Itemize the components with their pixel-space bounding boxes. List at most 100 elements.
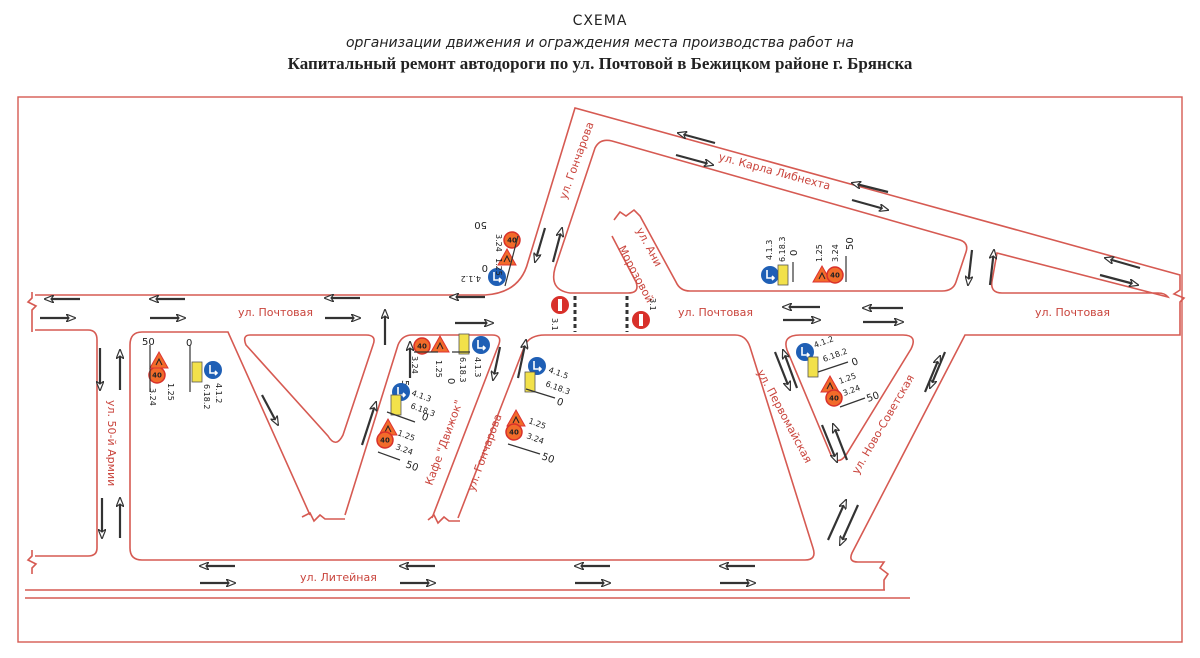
speed-limit-value: 40: [509, 429, 519, 437]
sign-code: 3.24: [831, 244, 840, 262]
sign-code: 1.25: [494, 258, 503, 276]
speed-limit-value: 40: [380, 437, 390, 445]
street-label-liteynaya: ул. Литейная: [300, 571, 377, 584]
road-closure: 3.1 3.1: [550, 296, 657, 332]
sign-code: 1.25: [166, 383, 175, 401]
g7-mandatory-direction-sign-icon: [796, 343, 814, 361]
direction-arrow: [773, 351, 790, 390]
g2-detour-plate-icon: [191, 361, 203, 383]
direction-arrow: [833, 424, 849, 461]
g6-mandatory-direction-sign-icon: [761, 266, 779, 284]
g6-speed-limit-sign-icon: 40: [826, 266, 844, 284]
sign-code: 1.25: [815, 244, 824, 262]
sign-code-3-1-east: 3.1: [648, 298, 657, 311]
g3-detour-plate-icon: [458, 333, 470, 355]
direction-arrow: [852, 183, 889, 194]
g1-mandatory-direction-sign-icon: [488, 268, 506, 286]
sign-code: 4.1.5: [547, 365, 569, 380]
street-label-pochtovaya-center: ул. Почтовая: [678, 306, 753, 319]
g3-road-works-sign-icon: [430, 334, 450, 353]
street-label-pochtovaya-west: ул. Почтовая: [238, 306, 313, 319]
direction-arrow: [783, 350, 799, 389]
no-entry-sign-west: [551, 296, 569, 314]
g2-mandatory-direction-sign-icon: [204, 361, 222, 379]
g6-detour-plate-icon: [777, 264, 789, 286]
g7-detour-plate-icon: [807, 356, 819, 378]
scheme-title: СХЕМА: [572, 13, 628, 29]
g7-speed-limit-sign-icon: 40: [825, 389, 843, 407]
speed-limit-value: 40: [829, 395, 839, 403]
distance-label: 0: [555, 396, 565, 409]
direction-arrow: [675, 153, 713, 165]
g2-speed-limit-sign-icon: 40: [148, 366, 166, 384]
sign-code: 1.25: [838, 371, 858, 386]
sign-code: 4.1.2: [214, 383, 223, 403]
sign-code: 3.24: [842, 383, 862, 398]
g3-mandatory-direction-sign-icon: [472, 336, 490, 354]
sign-code: 3.24: [494, 234, 503, 252]
sign-code: 6.18.3: [544, 379, 571, 396]
g5-detour-plate-icon: [524, 371, 536, 393]
sign-post: [386, 411, 416, 423]
road-edges: [25, 107, 1186, 599]
sign-code: 3.24: [410, 356, 419, 374]
distance-label: 50: [865, 390, 881, 405]
distance-label: 0: [186, 338, 192, 349]
direction-arrow: [261, 394, 278, 425]
sign-group-kafe-top: 403.241.256.18.34.1.3500: [399, 333, 490, 393]
direction-arrow: [826, 500, 846, 541]
no-entry-sign-east: [632, 311, 650, 329]
street-label-pochtovaya-east: ул. Почтовая: [1035, 306, 1110, 319]
g5-speed-limit-sign-icon: 40: [505, 423, 523, 441]
direction-arrow: [988, 250, 994, 286]
sign-code: 6.18.2: [202, 384, 211, 409]
g1-speed-limit-sign-icon: 40: [503, 231, 521, 249]
direction-arrow: [851, 198, 888, 210]
sign-code: 4.1.3: [473, 357, 482, 377]
sign-post: [504, 235, 519, 287]
sign-code: 1.25: [434, 360, 443, 378]
distance-label: 50: [142, 337, 155, 348]
street-label-50-armii: ул. 50-й Армии: [105, 400, 118, 486]
distance-label: 0: [482, 262, 488, 273]
direction-arrow: [360, 402, 376, 446]
sign-post: [377, 451, 401, 461]
direction-arrow: [820, 424, 839, 462]
direction-arrow: [1105, 258, 1141, 270]
g2-road-works-sign-icon: [149, 350, 169, 369]
direction-arrow: [840, 504, 860, 545]
g3-speed-limit-sign-icon: 40: [413, 337, 431, 355]
sign-post: [507, 443, 541, 455]
g4-speed-limit-sign-icon: 40: [376, 431, 394, 449]
speed-limit-value: 40: [152, 372, 162, 380]
direction-arrow: [493, 346, 502, 380]
street-label-goncharova-south: ул. Гончарова: [465, 412, 505, 493]
sign-post: [839, 397, 866, 408]
drawing-frame: [17, 96, 1183, 643]
sign-code: 4.1.2: [813, 334, 835, 349]
sign-code: 3.24: [148, 388, 157, 406]
direction-arrow: [1099, 273, 1138, 285]
direction-arrow: [516, 340, 526, 379]
speed-limit-value: 40: [830, 272, 840, 280]
distance-label: 0: [789, 250, 800, 256]
sign-code: 6.18.2: [822, 347, 849, 364]
direction-arrow: [551, 228, 562, 263]
direction-arrow: [968, 249, 974, 285]
sign-code-3-1-west: 3.1: [550, 318, 559, 331]
sign-code: 4.1.3: [765, 240, 774, 260]
sign-code: 4.1.2: [461, 274, 481, 283]
scheme-object: Капитальный ремонт автодороги по ул. Поч…: [287, 54, 913, 73]
direction-arrow: [923, 356, 942, 393]
traffic-direction-arrows: [40, 133, 1141, 583]
direction-arrow: [678, 133, 716, 145]
sign-code: 1.25: [527, 416, 547, 431]
scheme-subtitle: организации движения и ограждения места …: [345, 35, 855, 51]
distance-label: 0: [445, 378, 456, 384]
